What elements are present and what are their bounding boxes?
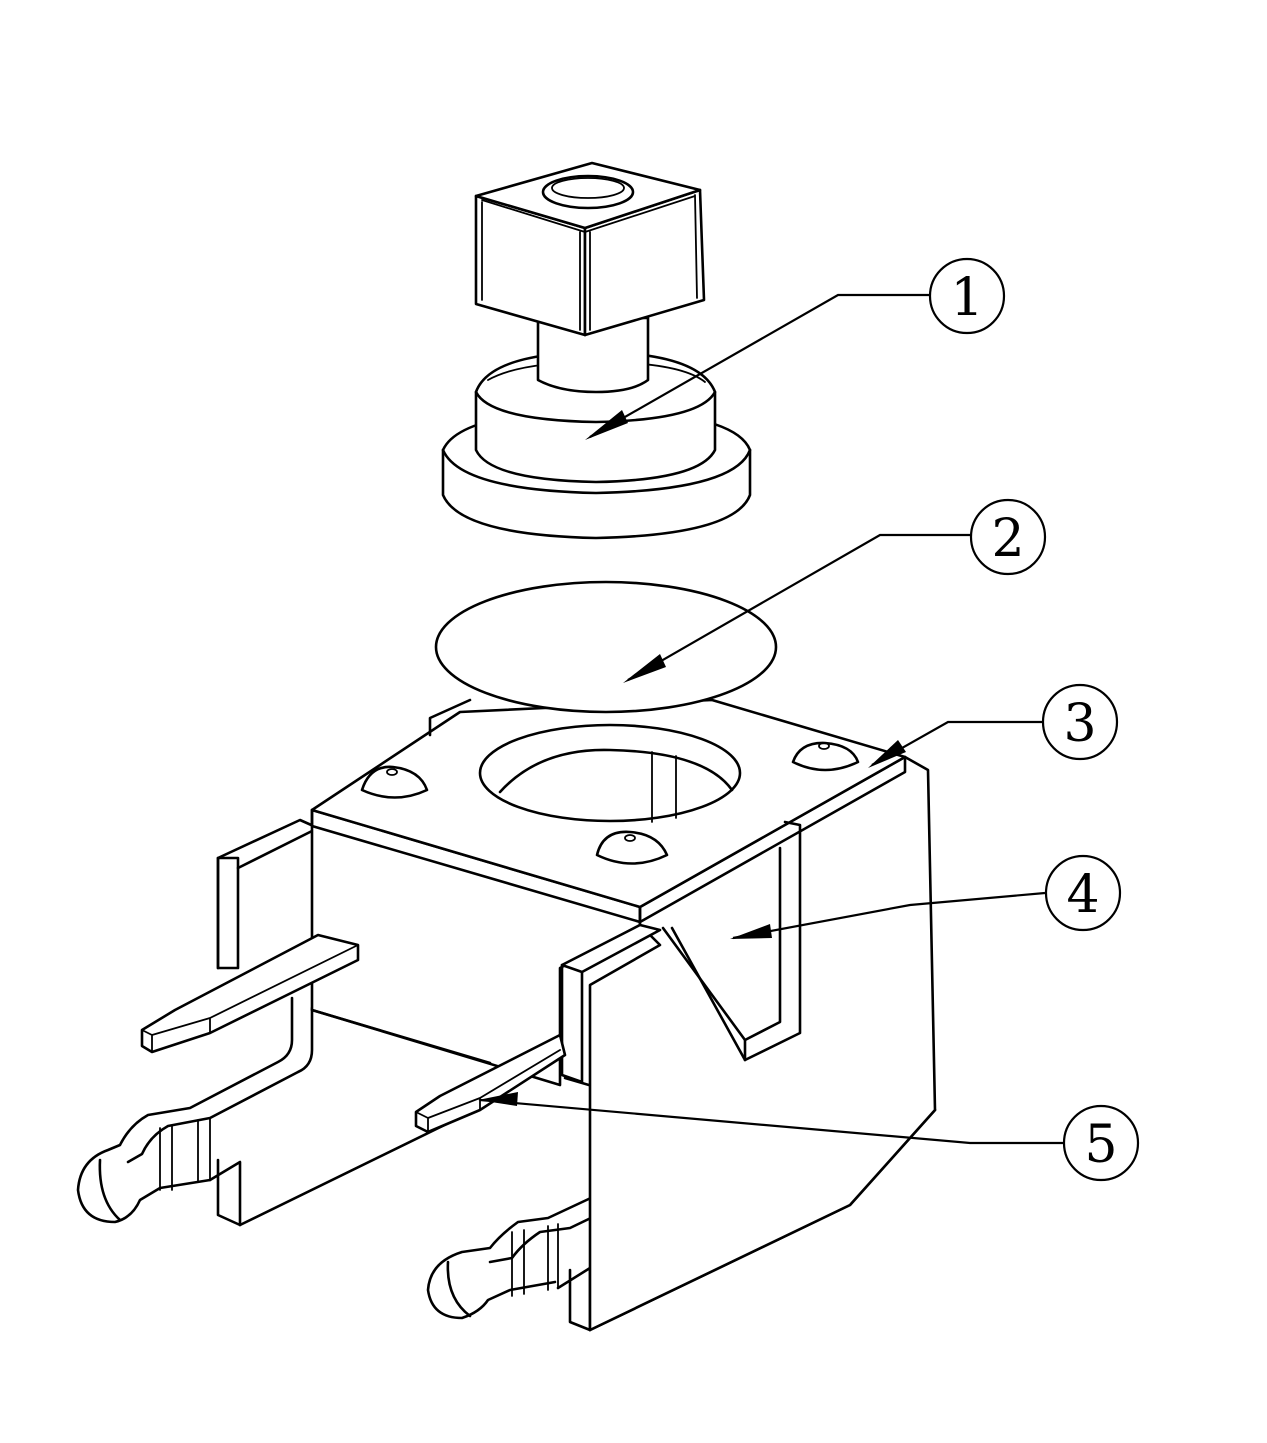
actuator <box>441 161 752 540</box>
callout-3: 3 <box>1041 683 1119 761</box>
leader-1 <box>585 293 930 440</box>
bump-left <box>360 765 429 799</box>
callout-4-label: 4 <box>1066 865 1099 925</box>
disc <box>434 580 778 714</box>
terminal-left <box>76 818 467 1227</box>
callout-2-label: 2 <box>991 509 1024 569</box>
leader-4 <box>730 891 1046 940</box>
bump-front <box>595 830 669 865</box>
callout-4: 4 <box>1044 854 1122 932</box>
pin-right <box>414 1033 567 1134</box>
bump-right <box>791 741 860 772</box>
callout-3-label: 3 <box>1063 694 1096 754</box>
leader-5 <box>478 1092 1064 1145</box>
callout-5: 5 <box>1062 1104 1140 1182</box>
callout-5-label: 5 <box>1084 1115 1117 1175</box>
callout-1-label: 1 <box>950 268 983 328</box>
housing <box>216 698 937 1332</box>
callout-2: 2 <box>969 498 1047 576</box>
leader-2 <box>623 533 970 683</box>
pin-left <box>140 933 360 1054</box>
callout-1: 1 <box>928 257 1006 335</box>
leader-3 <box>868 720 1042 768</box>
